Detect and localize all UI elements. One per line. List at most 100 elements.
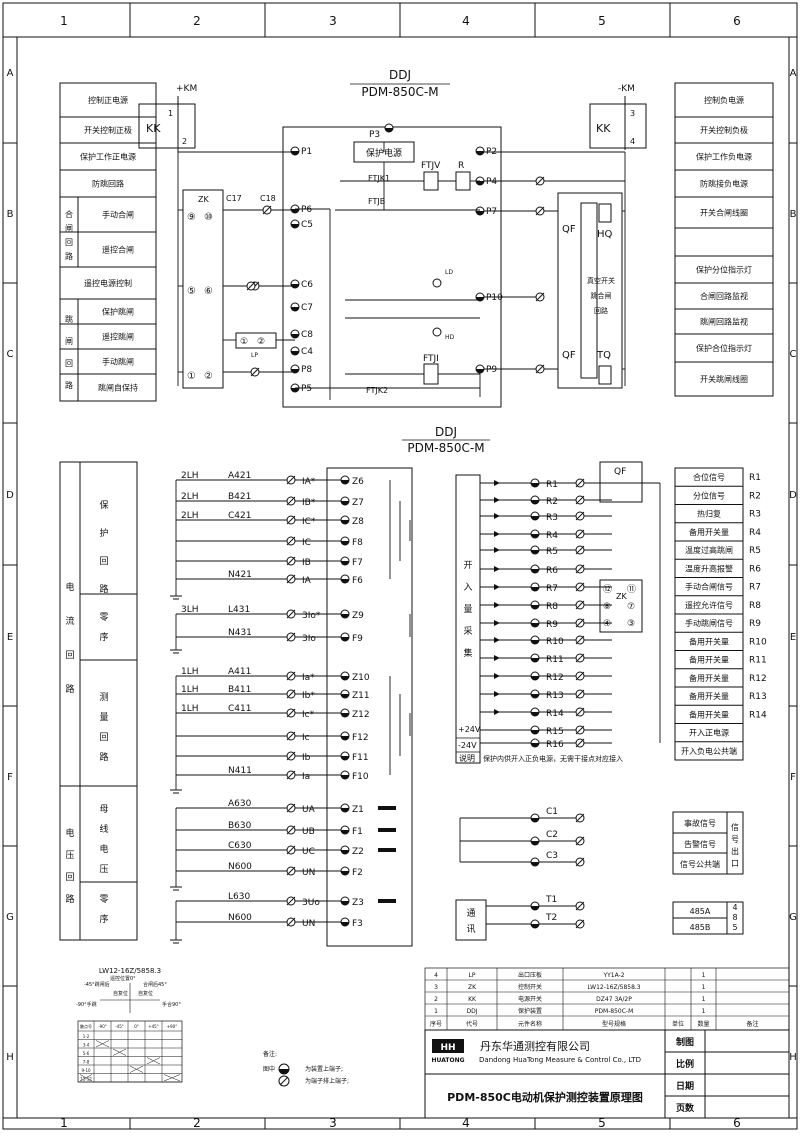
grid-col-top: 2 bbox=[193, 14, 201, 28]
signal-label: 备用开关量 bbox=[689, 691, 729, 701]
grid-row-right: E bbox=[790, 632, 796, 643]
input-pin-label: R12 bbox=[546, 673, 564, 683]
device-input-label: IC bbox=[302, 538, 311, 548]
zk-contact: ④ bbox=[603, 619, 611, 629]
right-label: 跳闸回路监视 bbox=[700, 317, 748, 327]
plus-km-label: +KM bbox=[176, 84, 197, 94]
device-input-label: UN bbox=[302, 868, 315, 878]
resistor bbox=[455, 171, 471, 191]
input-pin-label: R1 bbox=[546, 480, 558, 490]
comm-pin: T2 bbox=[545, 913, 557, 923]
signal-pin: R11 bbox=[749, 656, 767, 666]
signal-pin: C1 bbox=[546, 807, 558, 817]
input-box-char: 采 bbox=[463, 626, 472, 637]
left-label: 防跳回路 bbox=[92, 179, 124, 189]
company-name-en: Dandong HuaTong Measure & Control Co., L… bbox=[479, 1056, 641, 1064]
bom-cell: 保护装置 bbox=[518, 1007, 542, 1015]
left-label: 开关控制正极 bbox=[84, 125, 132, 135]
device-input-label: Ib bbox=[302, 753, 311, 763]
relay-ftjk1: FTJK1 bbox=[368, 174, 390, 183]
wire-label: L431 bbox=[228, 605, 250, 615]
terminal-label: C4 bbox=[301, 347, 313, 357]
rs485-char: 4 bbox=[732, 903, 737, 912]
kk-left-box bbox=[138, 103, 196, 149]
relay-coil bbox=[423, 363, 439, 385]
hezha-group-label: 回 bbox=[65, 238, 73, 247]
comm-char: 讯 bbox=[466, 924, 475, 935]
grid-row-right: B bbox=[790, 209, 797, 220]
pt-bar bbox=[378, 828, 396, 832]
pin-label: F7 bbox=[352, 558, 363, 568]
ct-name: 2LH bbox=[181, 471, 199, 481]
wire-label: N431 bbox=[228, 628, 252, 638]
grid-row-right: D bbox=[789, 490, 797, 501]
tiaozha-group-label: 回 bbox=[65, 359, 73, 368]
ct-name: 2LH bbox=[181, 492, 199, 502]
rs485-char: 5 bbox=[732, 923, 737, 932]
wire-label: B411 bbox=[228, 685, 251, 695]
voltage-group-label: 路 bbox=[65, 893, 74, 905]
tiaozha-group-label: 路 bbox=[65, 380, 73, 390]
relay-ftjv: FTJV bbox=[421, 161, 441, 171]
legend-item1-label: 图中 bbox=[263, 1065, 275, 1073]
note-label: 说明 bbox=[459, 753, 475, 763]
legend: 备注: 图中 为装置上端子; 为端子排上端子; bbox=[263, 1050, 349, 1087]
device-input-label: Ia* bbox=[302, 673, 315, 683]
legend-item1-text: 为装置上端子; bbox=[305, 1065, 343, 1073]
current-group-label: 流 bbox=[65, 615, 74, 627]
bom-header: 单位 bbox=[672, 1020, 684, 1028]
comm-char: 通 bbox=[466, 908, 475, 919]
grid-col-top: 6 bbox=[733, 14, 741, 28]
vacuum-switch-label: 回路 bbox=[594, 306, 608, 315]
grid-col-top: 1 bbox=[60, 14, 68, 28]
wire-label: A421 bbox=[228, 471, 251, 481]
grid-row-right: G bbox=[789, 912, 797, 923]
pin-label: Z3 bbox=[352, 898, 364, 908]
lamp-hd: HD bbox=[445, 334, 455, 341]
tq-coil bbox=[598, 365, 612, 385]
switch-row: 1-2 bbox=[83, 1034, 90, 1039]
input-pin-label: R6 bbox=[546, 566, 558, 576]
left-label: 控制正电源 bbox=[88, 95, 128, 105]
bom-cell: 1 bbox=[702, 972, 706, 979]
terminal-label: P5 bbox=[301, 384, 312, 394]
signal-pin: R12 bbox=[749, 674, 767, 684]
signal-label: 备用开关量 bbox=[689, 673, 729, 683]
input-box bbox=[455, 474, 481, 764]
bom-cell: LW12-16Z/5858.3 bbox=[587, 984, 640, 991]
pin-label: Z1 bbox=[352, 805, 364, 815]
legend-title: 备注: bbox=[263, 1050, 277, 1058]
wire-label: B630 bbox=[228, 821, 252, 831]
comm-pin: T1 bbox=[545, 895, 557, 905]
device-input-label: Ic bbox=[302, 733, 310, 743]
grid-col-bottom: 6 bbox=[733, 1116, 741, 1130]
grid-row-left: A bbox=[7, 68, 14, 79]
protection-loop-label: 路 bbox=[99, 583, 108, 595]
signal-pin: R3 bbox=[749, 510, 761, 520]
inner-frame bbox=[16, 36, 790, 1119]
bom-cell: 1 bbox=[702, 996, 706, 1003]
wire-label: C411 bbox=[228, 704, 251, 714]
rs485-char: 8 bbox=[732, 913, 737, 922]
device-input-label: UN bbox=[302, 919, 315, 929]
zk-contact: ⑦ bbox=[627, 602, 635, 612]
switch-row: 7-8 bbox=[83, 1060, 90, 1065]
vacuum-switch-box bbox=[557, 192, 623, 389]
signal-out-alarm: 告警信号 bbox=[684, 839, 716, 849]
signal-pin: C2 bbox=[546, 830, 558, 840]
zk-contact: ③ bbox=[627, 619, 635, 629]
lamp-ld: LD bbox=[445, 269, 453, 276]
qf-label: QF bbox=[614, 467, 626, 477]
grid-row-left: B bbox=[7, 209, 14, 220]
pt-bar bbox=[378, 899, 396, 903]
device-input-label: UA bbox=[302, 805, 316, 815]
signal-label: 合位信号 bbox=[693, 472, 725, 482]
device-input-label: 3Io* bbox=[302, 611, 321, 621]
hezha-group-label: 闸 bbox=[65, 224, 73, 233]
ct-name: 1LH bbox=[181, 704, 199, 714]
